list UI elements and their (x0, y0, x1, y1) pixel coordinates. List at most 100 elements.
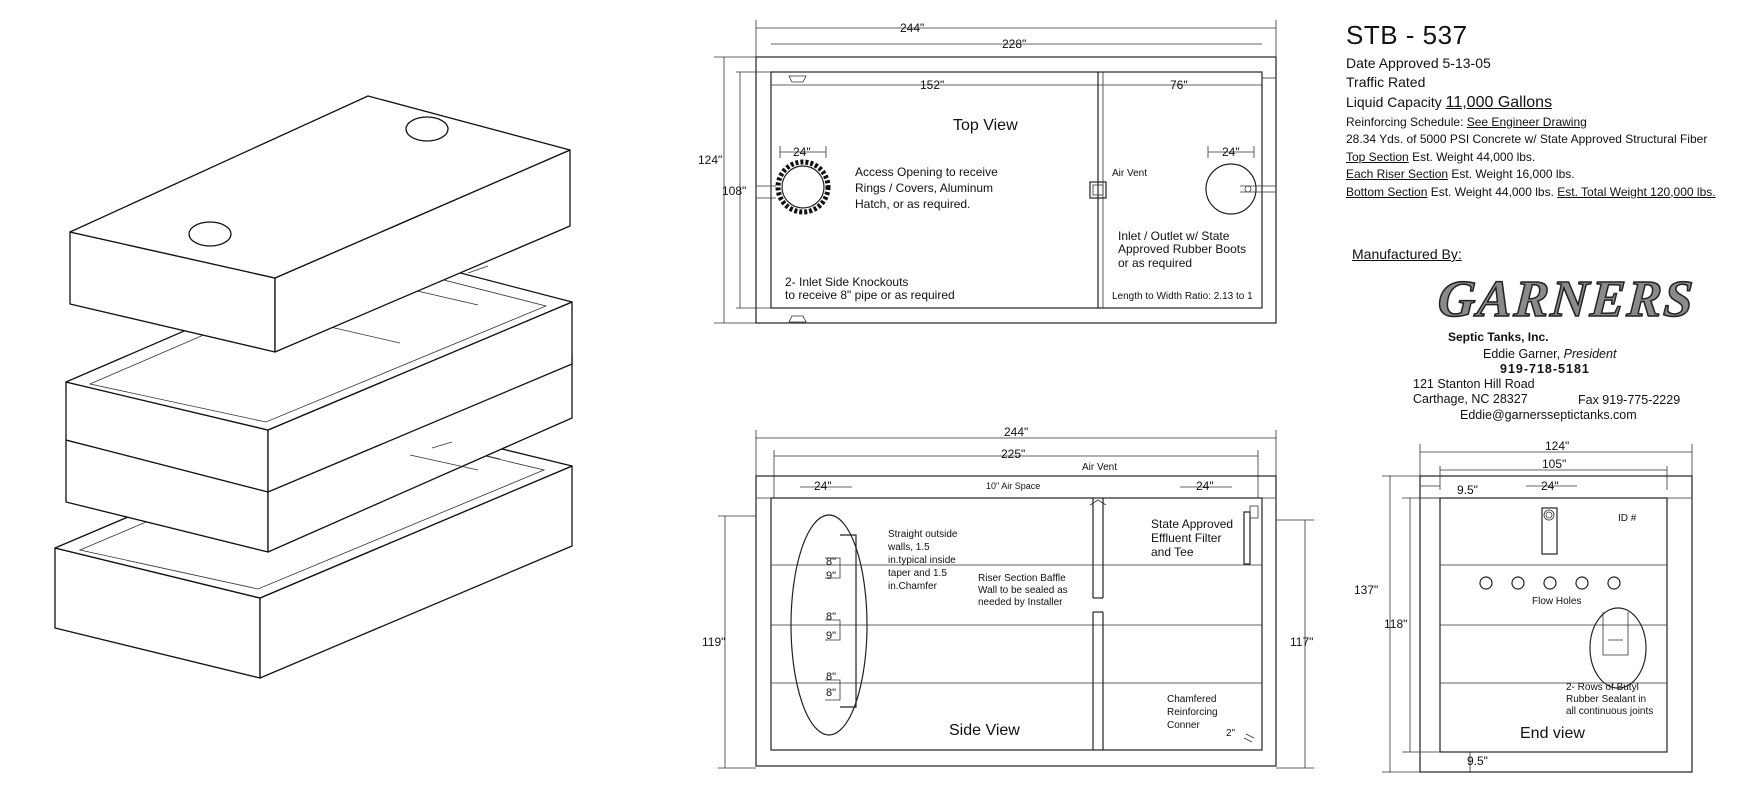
capacity-value: 11,000 Gallons (1445, 93, 1553, 111)
model-number: STB - 537 (1346, 20, 1468, 50)
end-flow-holes-label: Flow Holes (1532, 596, 1581, 607)
end-view: 124" 105" 9.5" 24" 137" 118" 9.5" ID # F… (1354, 439, 1693, 773)
email-address[interactable]: Eddie@garnersseptictanks.com (1460, 408, 1637, 422)
top-dim-outer-width: 124" (698, 153, 722, 167)
bottom-section-weight: Bottom Section Est. Weight 44,000 lbs. E… (1346, 185, 1741, 199)
end-view-title: End view (1520, 725, 1585, 742)
top-dim-left-compartment: 152" (920, 78, 944, 92)
bottom-section-label: Bottom Section (1346, 184, 1428, 199)
person-name: Eddie Garner, (1483, 347, 1561, 361)
top-inlet-note-2: Approved Rubber Boots (1118, 242, 1246, 256)
reinforcing-link[interactable]: See Engineer Drawing (1466, 114, 1587, 129)
side-wall-note-3: in.typical inside (888, 555, 956, 566)
top-access-note-3: Hatch, or as required. (855, 197, 970, 211)
side-view-title: Side View (949, 722, 1020, 739)
side-inner-wall (770, 497, 1263, 751)
person-title: President (1563, 347, 1617, 361)
street-address: 121 Stanton Hill Road (1413, 377, 1535, 391)
end-dim-outer-height: 137" (1354, 583, 1378, 597)
top-section-weight-value: Est. Weight 44,000 lbs. (1412, 149, 1536, 164)
end-sealant-detail (1589, 607, 1647, 689)
date-approved: Date Approved 5-13-05 (1346, 55, 1491, 72)
top-dim-right-compartment: 76" (1170, 78, 1188, 92)
end-dim-inner-width: 105" (1542, 457, 1566, 471)
company-name: Septic Tanks, Inc. (1448, 330, 1549, 344)
side-filter-note-2: Effluent Filter (1151, 531, 1221, 545)
side-dim-right-opening: 24" (1196, 479, 1214, 493)
top-knockout-top (788, 75, 807, 83)
side-baffle-note-3: needed by Installer (978, 597, 1063, 608)
side-baffle-note-2: Wall to be sealed as (978, 585, 1068, 596)
top-dim-right-opening: 24" (1222, 145, 1240, 159)
end-dim-outer-width: 124" (1545, 439, 1569, 453)
end-dim-left-offset: 9.5" (1457, 483, 1478, 497)
title-block: STB - 537 Date Approved 5-13-05 Traffic … (1346, 20, 1741, 199)
top-knockout-note-1: 2- Inlet Side Knockouts (785, 275, 908, 289)
side-wall-note-2: walls, 1.5 (887, 542, 930, 553)
side-wall-note-4: taper and 1.5 (888, 568, 947, 579)
top-section-label: Top Section (1346, 149, 1409, 164)
riser-section-label: Each Riser Section (1346, 167, 1449, 182)
side-dim-left-height: 119" (702, 635, 725, 649)
flow-hole (1543, 576, 1557, 590)
top-knockout-note-2: to receive 8" pipe or as required (785, 288, 955, 302)
top-dim-outer-length: 244" (900, 21, 924, 35)
top-ratio-note: Length to Width Ratio: 2.13 to 1 (1112, 291, 1253, 302)
end-effluent-filter (1541, 507, 1558, 555)
top-air-vent-label: Air Vent (1112, 168, 1147, 179)
side-joint-detail (790, 514, 868, 736)
top-access-opening-right (1205, 163, 1257, 215)
side-chamfer-note-1: Chamfered (1167, 694, 1216, 705)
side-effluent-filter (1243, 511, 1251, 565)
side-dim-right-height: 117" (1290, 635, 1313, 649)
city-address: Carthage, NC 28327 (1413, 392, 1528, 406)
top-inner-wall (770, 71, 1263, 309)
top-air-vent (1089, 181, 1107, 199)
reinforcing-schedule: Reinforcing Schedule: See Engineer Drawi… (1346, 115, 1741, 129)
side-air-vent-label: Air Vent (1082, 462, 1117, 473)
end-sealant-note-2: Rubber Sealant in (1566, 694, 1646, 705)
side-dim-inner-length: 225" (1001, 447, 1025, 461)
top-inlet-note-3: or as required (1118, 256, 1192, 270)
flow-hole (1479, 576, 1493, 590)
side-view: 244" 225" Air Vent 24" 24" 10" Air Space… (702, 425, 1314, 769)
flow-hole (1575, 576, 1589, 590)
iso-top-section (69, 95, 571, 353)
top-section-weight: Top Section Est. Weight 44,000 lbs. (1346, 150, 1741, 164)
side-baffle-note-1: Riser Section Baffle (978, 573, 1066, 584)
side-filter-note-1: State Approved (1151, 517, 1233, 531)
total-weight: Est. Total Weight 120,000 lbs. (1557, 184, 1716, 199)
top-access-note-2: Rings / Covers, Aluminum (855, 181, 993, 195)
top-dim-left-opening: 24" (793, 145, 811, 159)
end-sealant-note-1: 2- Rows of Butyl (1566, 682, 1639, 693)
side-dim-left-opening: 24" (814, 479, 832, 493)
end-sealant-note-3: all continuous joints (1566, 706, 1653, 717)
end-dim-inner-height: 118" (1384, 617, 1407, 631)
iso-access-opening-right (405, 116, 449, 142)
capacity-label: Liquid Capacity (1346, 93, 1442, 110)
side-joint-dim-3: 8" (826, 611, 836, 623)
top-knockout-bottom (788, 315, 807, 323)
iso-upper-riser (65, 249, 573, 493)
end-id-label: ID # (1618, 513, 1637, 524)
concrete-spec: 28.34 Yds. of 5000 PSI Concrete w/ State… (1346, 132, 1708, 147)
side-joint-dim-1: 8" (826, 556, 836, 568)
fax-number: Fax 919-775-2229 (1578, 393, 1681, 407)
top-view: 244" 228" 152" 76" 124" 108" Top View 24… (698, 20, 1277, 324)
top-outer-wall (755, 56, 1277, 324)
liquid-capacity: Liquid Capacity 11,000 Gallons (1346, 93, 1741, 112)
end-outer-wall (1419, 475, 1693, 773)
side-joint-dim-4: 9" (826, 630, 836, 642)
end-dim-opening: 24" (1541, 479, 1559, 493)
top-access-ring-left (775, 159, 831, 215)
isometric-view (54, 95, 573, 679)
bottom-section-weight-value: Est. Weight 44,000 lbs. (1430, 184, 1554, 199)
flow-hole (1511, 576, 1525, 590)
reinforcing-label: Reinforcing Schedule: (1346, 114, 1464, 129)
phone-number: 919-718-5181 (1500, 362, 1590, 376)
side-wall-note-5: in.Chamfer (888, 581, 938, 592)
manufactured-by-heading: Manufactured By: (1352, 246, 1462, 262)
side-joint-dim-6: 8" (826, 687, 836, 699)
flow-hole (1607, 576, 1621, 590)
